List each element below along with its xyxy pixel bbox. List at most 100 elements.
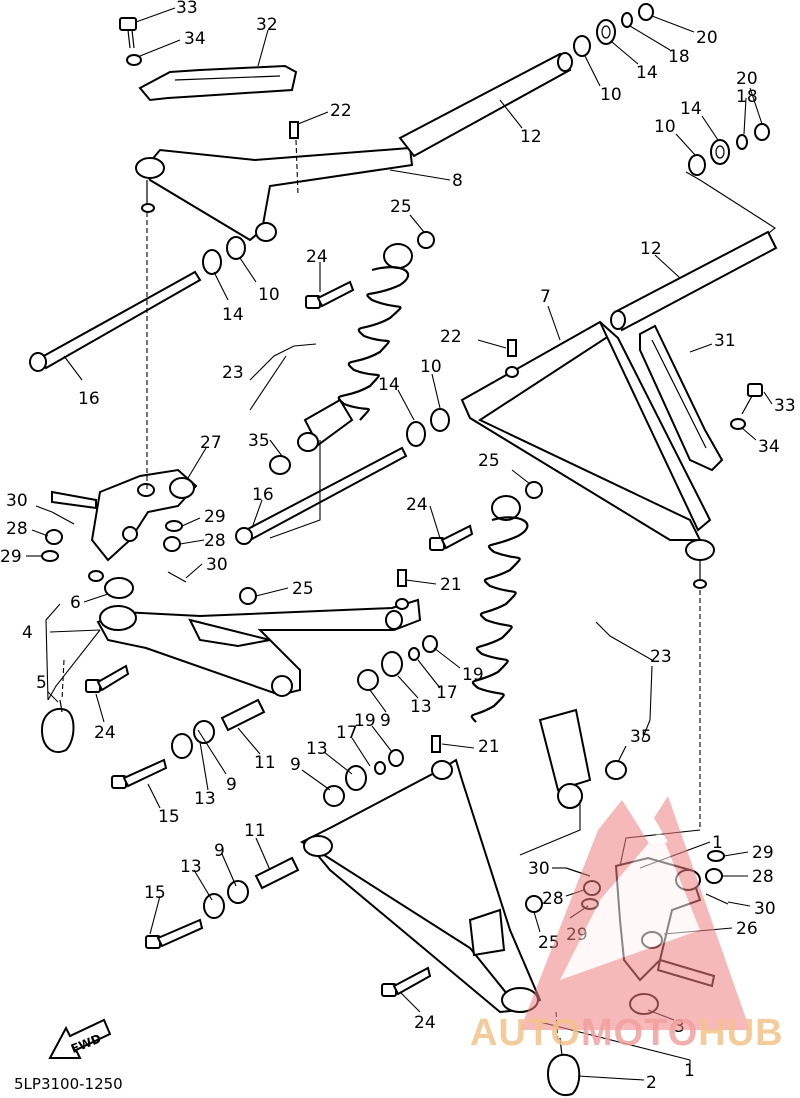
watermark-moto: MOTO xyxy=(580,1012,699,1054)
watermark-logo xyxy=(520,796,750,1030)
nut-20-right xyxy=(754,123,770,141)
nut-25-mid xyxy=(239,587,257,605)
bushing-13-left xyxy=(171,733,193,759)
label-20: 20 xyxy=(736,69,758,89)
label-29: 29 xyxy=(0,547,22,567)
bracket-32 xyxy=(138,64,298,102)
label-34: 34 xyxy=(758,437,780,457)
label-13: 13 xyxy=(180,857,202,877)
label-4: 4 xyxy=(22,623,33,643)
label-10: 10 xyxy=(654,117,676,137)
label-17: 17 xyxy=(436,683,458,703)
label-28: 28 xyxy=(204,531,226,551)
bushing-10-top xyxy=(573,35,591,57)
bolt-24-mid xyxy=(85,664,130,693)
label-16: 16 xyxy=(252,485,274,505)
lower-arm-4 xyxy=(96,598,422,697)
label-14: 14 xyxy=(222,305,244,325)
label-10: 10 xyxy=(420,357,442,377)
cotter-pin-30-mid xyxy=(167,571,187,583)
label-28: 28 xyxy=(6,519,28,539)
grease-fitting-21-lower xyxy=(431,735,441,753)
label-22: 22 xyxy=(440,327,462,347)
leader-lines xyxy=(26,7,773,1081)
label-14: 14 xyxy=(636,63,658,83)
forward-arrow-icon: FWD xyxy=(48,1018,112,1059)
knuckle-27 xyxy=(51,468,198,582)
cotter-pin-30-left xyxy=(51,511,75,525)
label-13: 13 xyxy=(410,697,432,717)
tube-12-top xyxy=(398,52,573,158)
long-bolt-16-upper xyxy=(29,270,202,372)
label-29: 29 xyxy=(752,843,774,863)
washer-17-right xyxy=(408,647,420,661)
label-11: 11 xyxy=(254,753,276,773)
nut-20-top xyxy=(638,3,654,21)
label-1-bottom: 1 xyxy=(684,1061,695,1081)
label-24: 24 xyxy=(94,723,116,743)
bushing-10-right xyxy=(688,154,706,176)
label-14: 14 xyxy=(378,375,400,395)
bolt-24-right xyxy=(429,524,474,551)
label-18: 18 xyxy=(668,47,690,67)
label-35: 35 xyxy=(630,727,652,747)
label-21: 21 xyxy=(440,575,462,595)
grease-fitting-21-mid xyxy=(395,569,409,610)
label-28: 28 xyxy=(542,889,564,909)
bushing-14-right xyxy=(710,139,730,165)
label-22: 22 xyxy=(330,101,352,121)
tube-12-right xyxy=(610,230,778,332)
label-9: 9 xyxy=(214,841,225,861)
label-9: 9 xyxy=(380,711,391,731)
label-24: 24 xyxy=(406,495,428,515)
label-23: 23 xyxy=(222,363,244,383)
label-23: 23 xyxy=(650,647,672,667)
label-9: 9 xyxy=(290,755,301,775)
diagram-code: 5LP3100-1250 xyxy=(14,1075,123,1093)
label-29: 29 xyxy=(204,507,226,527)
bushing-9-lower xyxy=(323,785,345,807)
label-20: 20 xyxy=(696,28,718,48)
label-10: 10 xyxy=(258,285,280,305)
nut-19-lower xyxy=(388,749,404,767)
collar-35-bottom xyxy=(605,760,627,780)
bushing-13-lower xyxy=(345,765,367,791)
washer-29-left xyxy=(41,550,59,562)
label-30: 30 xyxy=(6,491,28,511)
label-21: 21 xyxy=(478,737,500,757)
label-34: 34 xyxy=(184,29,206,49)
bolt-33-top xyxy=(119,17,137,49)
bushing-14-left xyxy=(202,249,222,275)
label-19: 19 xyxy=(462,665,484,685)
label-25: 25 xyxy=(478,451,500,471)
label-9: 9 xyxy=(226,775,237,795)
ball-joint-2 xyxy=(546,1037,581,1096)
tube-11-upper xyxy=(220,698,266,732)
label-15: 15 xyxy=(144,883,166,903)
bushing-13-bottom xyxy=(203,893,225,919)
bolt-15-lower xyxy=(145,918,204,949)
bushing-10-left xyxy=(226,236,246,260)
watermark-hub: HUB xyxy=(698,1012,784,1054)
collar-35-top xyxy=(269,455,291,475)
label-16: 16 xyxy=(78,389,100,409)
watermark-auto: AUTO xyxy=(470,1012,581,1054)
label-30: 30 xyxy=(206,555,228,575)
label-28: 28 xyxy=(752,867,774,887)
label-15: 15 xyxy=(158,807,180,827)
label-17: 17 xyxy=(336,723,358,743)
grease-fitting-22-top xyxy=(289,121,299,196)
watermark-text: AUTOMOTOHUB xyxy=(470,1012,784,1055)
nut-28-left xyxy=(45,529,63,545)
nut-25-right xyxy=(525,481,543,499)
label-35: 35 xyxy=(248,431,270,451)
bracket-31 xyxy=(639,324,724,472)
shock-absorber-23-lower xyxy=(470,495,592,809)
nut-25-bottom xyxy=(525,895,543,913)
label-7: 7 xyxy=(540,287,551,307)
bushing-14-mid xyxy=(406,421,426,447)
label-12: 12 xyxy=(520,127,542,147)
tube-11-lower xyxy=(254,856,300,890)
label-8: 8 xyxy=(452,171,463,191)
shock-absorber-23-upper xyxy=(297,243,413,452)
